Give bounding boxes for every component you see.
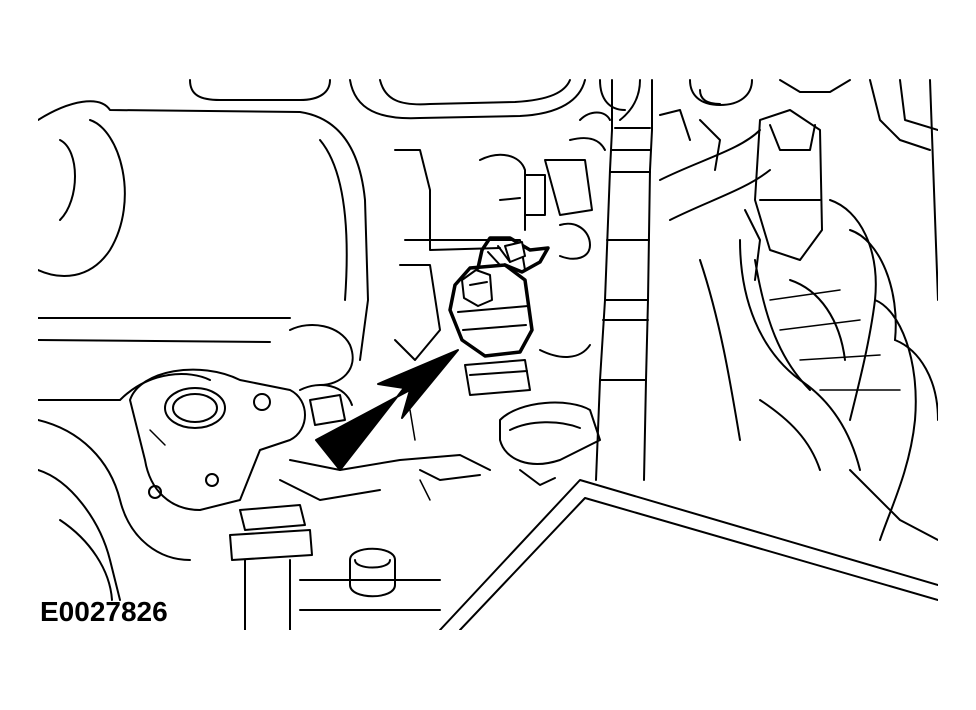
left-housing	[38, 100, 369, 601]
wiring-harness	[659, 79, 938, 541]
vertical-pipe	[595, 79, 653, 481]
engine-block	[279, 149, 601, 501]
figure-id-label: E0027826	[40, 596, 168, 627]
arrow-pointer	[315, 349, 459, 471]
misc-details	[149, 109, 721, 501]
mounting-bracket	[129, 324, 354, 511]
lower-fittings	[229, 394, 441, 630]
cover-panel	[439, 479, 938, 630]
upper-hoses	[189, 79, 938, 151]
sensor	[448, 236, 550, 396]
